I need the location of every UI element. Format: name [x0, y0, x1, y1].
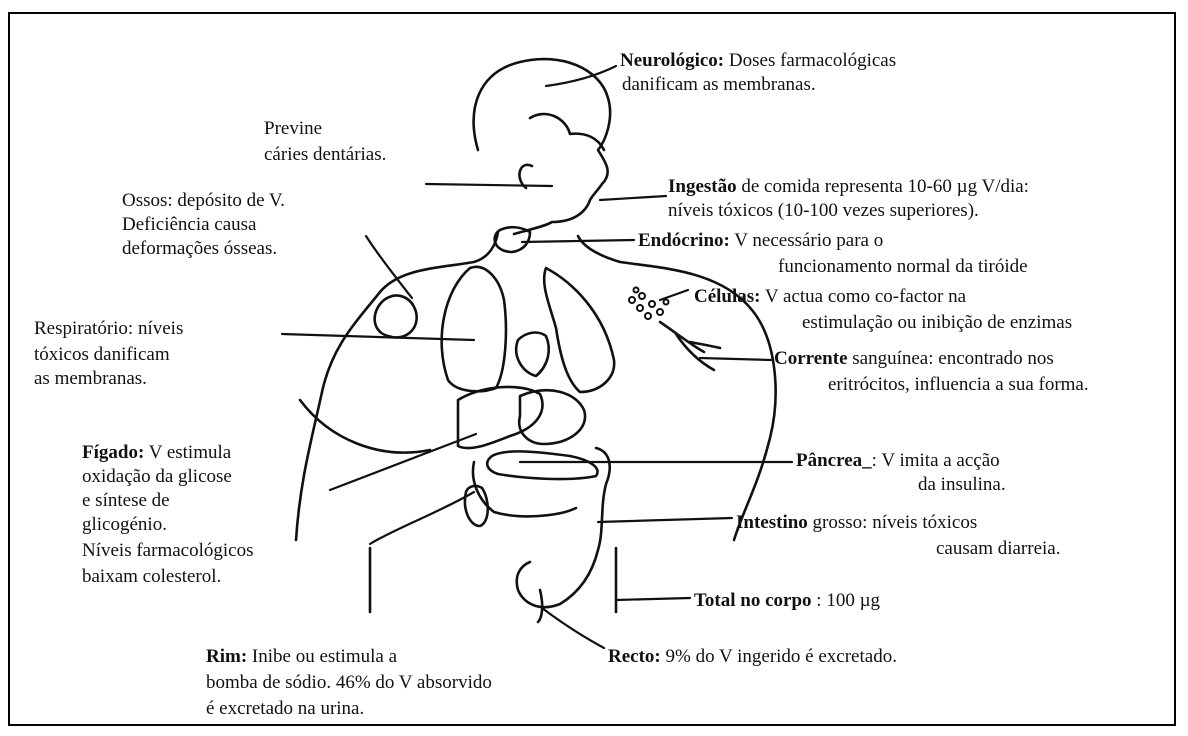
- label-figado-line6: baixam colesterol.: [82, 566, 221, 587]
- label-recto: Recto: 9% do V ingerido é excretado.: [608, 646, 897, 667]
- cells-cluster: [629, 288, 669, 320]
- leader-intestino: [598, 518, 732, 522]
- pancreas: [487, 451, 597, 479]
- label-corrente-line2: eritrócitos, influencia a sua forma.: [828, 374, 1089, 395]
- lung-left: [442, 267, 506, 391]
- label-endocrino: Endócrino: V necessário para o: [638, 230, 883, 251]
- blood-vessel: [660, 322, 720, 370]
- label-rim-line2: bomba de sódio. 46% do V absorvido: [206, 672, 492, 693]
- label-ossos-line2: Deficiência causa: [122, 214, 257, 235]
- label-ingestao-line2: níveis tóxicos (10-100 vezes superiores)…: [668, 200, 979, 221]
- label-intestino: Intestino grosso: níveis tóxicos: [736, 512, 977, 533]
- label-ossos-line3: deformações ósseas.: [122, 238, 277, 259]
- label-celulas: Células: V actua como co-factor na: [694, 286, 966, 307]
- left-hand: [375, 296, 417, 338]
- leader-total: [616, 598, 690, 600]
- heart: [516, 333, 549, 376]
- label-respiratorio-line2: tóxicos danificam: [34, 344, 170, 365]
- head-outline: [474, 59, 611, 234]
- label-figado: Fígado: V estimula: [82, 442, 231, 463]
- leader-recto: [542, 608, 604, 648]
- label-pancreas-line2: da insulina.: [918, 474, 1006, 495]
- label-respiratorio-line3: as membranas.: [34, 368, 147, 389]
- lung-right: [544, 268, 614, 392]
- large-intestine: [473, 448, 610, 622]
- neck-right: [578, 236, 776, 540]
- leader-previne: [426, 184, 552, 186]
- leader-ingestao: [600, 196, 666, 200]
- label-figado-line4: glicogénio.: [82, 514, 167, 535]
- leader-rim: [370, 492, 474, 544]
- label-neurologico: Neurológico: Doses farmacológicas: [620, 50, 896, 71]
- leader-neuro: [546, 66, 616, 86]
- label-figado-line5: Níveis farmacológicos: [82, 540, 253, 561]
- label-total: Total no corpo : 100 µg: [694, 590, 880, 611]
- label-pancreas: Pâncrea_: V imita a acção: [796, 450, 1000, 471]
- label-neurologico-line2: danificam as membranas.: [622, 74, 816, 95]
- label-ossos: Ossos: depósito de V.: [122, 190, 285, 211]
- label-figado-line2: oxidação da glicose: [82, 466, 232, 487]
- label-endocrino-line2: funcionamento normal da tiróide: [778, 256, 1028, 277]
- label-rim: Rim: Inibe ou estimula a: [206, 646, 397, 667]
- leader-corrente: [700, 358, 772, 360]
- label-respiratorio: Respiratório: níveis: [34, 318, 183, 339]
- label-ingestao: Ingestão de comida representa 10-60 µg V…: [668, 176, 1029, 197]
- leader-respiratorio: [282, 334, 474, 340]
- leader-ossos: [366, 236, 412, 298]
- label-corrente: Corrente sanguínea: encontrado nos: [774, 348, 1054, 369]
- label-previne-line2: cáries dentárias.: [264, 144, 386, 165]
- label-rim-line3: é excretado na urina.: [206, 698, 364, 719]
- label-figado-line3: e síntese de: [82, 490, 170, 511]
- label-celulas-line2: estimulação ou inibição de enzimas: [802, 312, 1072, 333]
- leader-celulas: [660, 290, 688, 300]
- label-intestino-line2: causam diarreia.: [936, 538, 1060, 559]
- stomach: [519, 390, 585, 444]
- hair-line: [530, 114, 604, 150]
- leader-endocrino: [522, 240, 634, 242]
- label-previne: Previne: [264, 118, 322, 139]
